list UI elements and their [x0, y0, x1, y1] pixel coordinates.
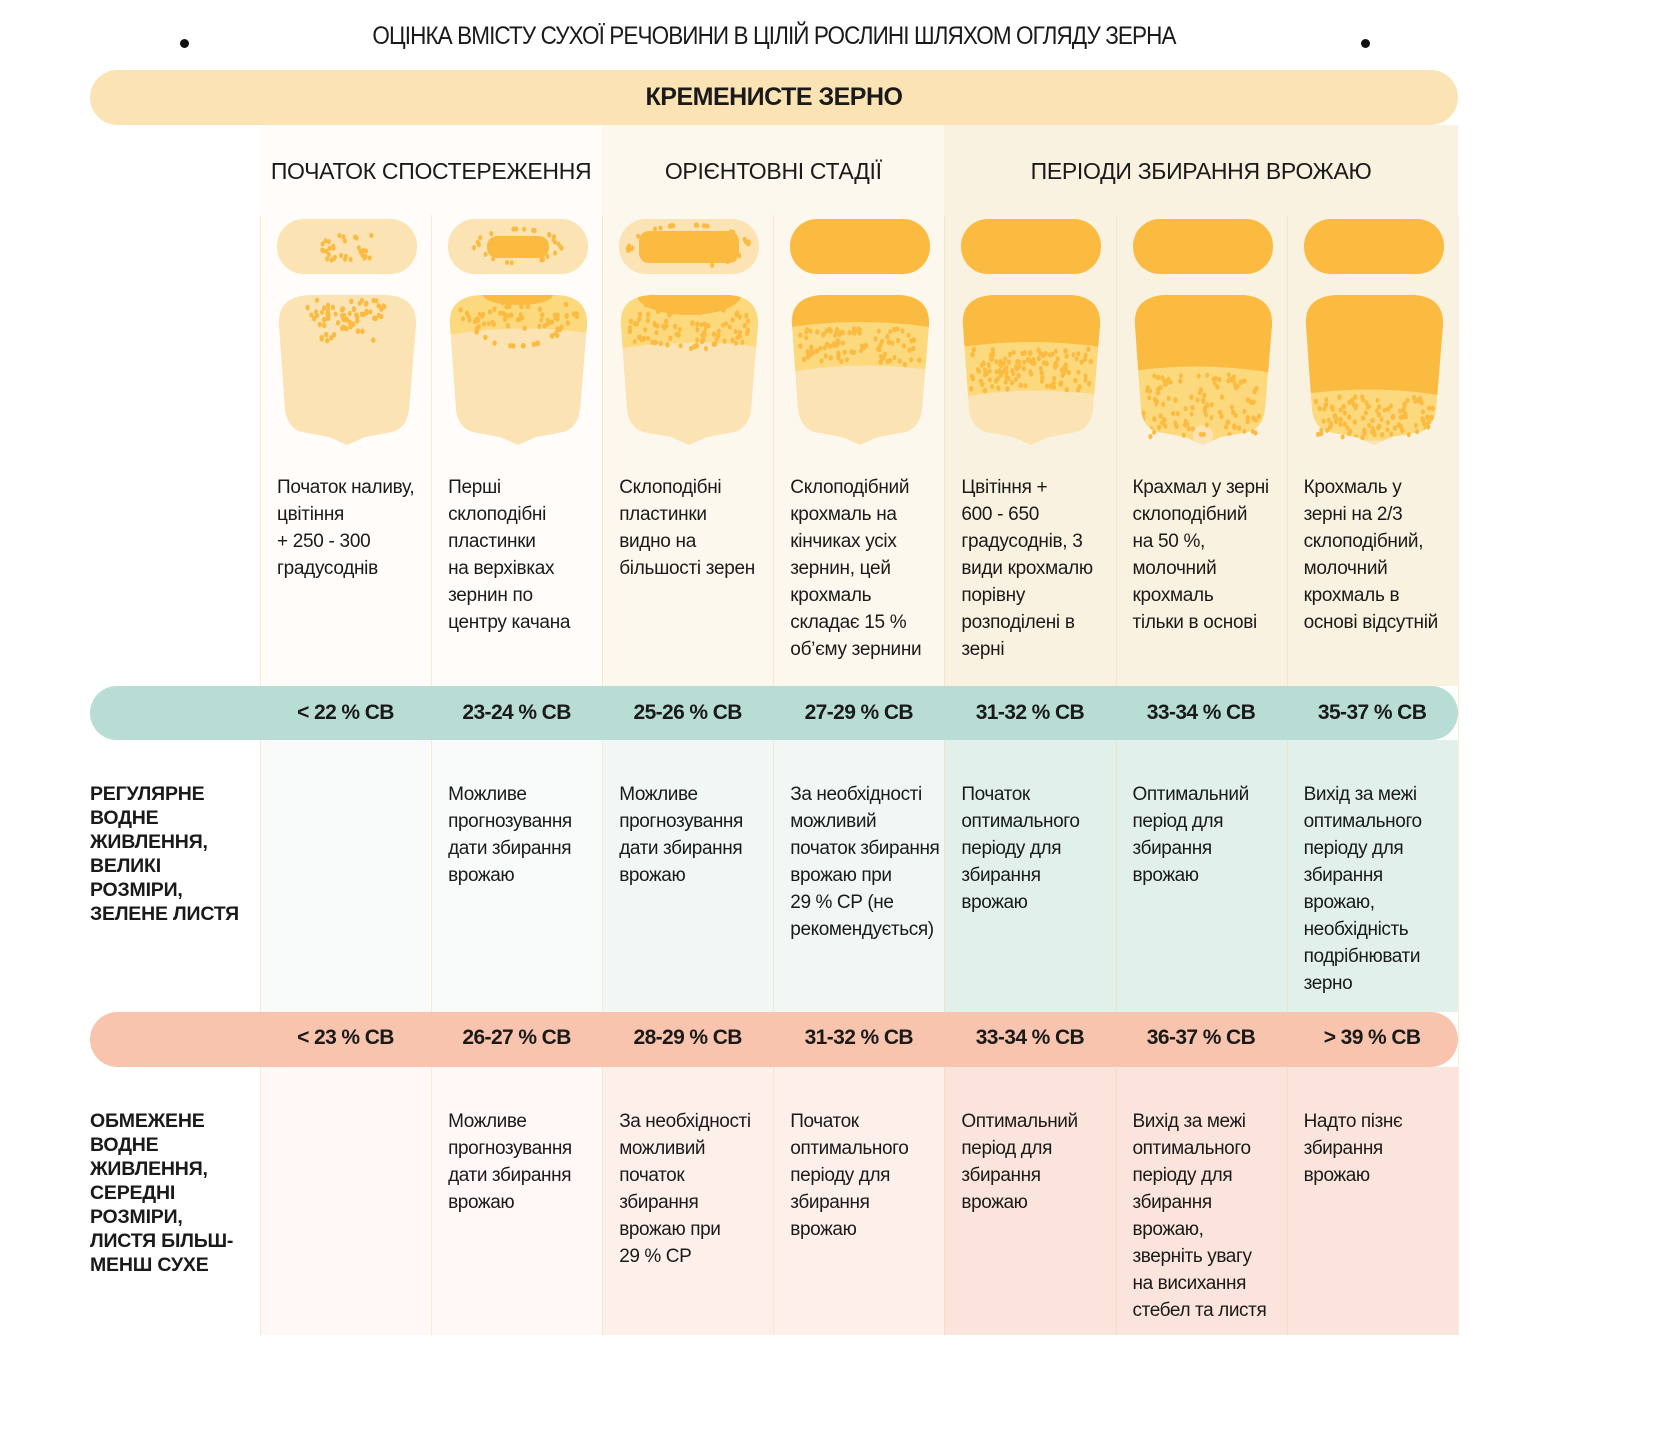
recommendation-cell: Можливе прогнозування дати збирання врож… — [448, 1111, 572, 1213]
dry-matter-value: < 22 % СВ — [297, 701, 394, 724]
recommendation-cell: За необхідності можливий початок збиранн… — [619, 1111, 751, 1267]
stage-description: Склоподібні пластинки видно на більшості… — [619, 477, 755, 579]
column-group-background — [602, 740, 945, 1012]
column-divider — [260, 215, 261, 1335]
column-divider — [773, 215, 775, 1335]
recommendation-cell: Надто пізнє збирання врожаю — [1303, 1111, 1403, 1186]
kernel-stage-illustration — [619, 219, 760, 445]
page-title: ОЦІНКА ВМІСТУ СУХОЇ РЕЧОВИНИ В ЦІЛІЙ РОС… — [372, 22, 1176, 50]
limited-water-dm-bar — [90, 1012, 1458, 1067]
dry-matter-value: > 39 % СВ — [1323, 1026, 1421, 1049]
recommendation-cell: Початок оптимального періоду для збиранн… — [790, 1111, 909, 1240]
column-group-background — [260, 1067, 603, 1335]
dry-matter-value: 28-29 % СВ — [633, 1026, 742, 1049]
dry-matter-value: 33-34 % СВ — [975, 1026, 1085, 1049]
column-group-background — [944, 740, 1458, 1012]
regular-water-dm-bar — [90, 686, 1458, 740]
recommendation-cell: Вихід за межі оптимального періоду для з… — [1303, 784, 1423, 994]
dry-matter-value: 36-37 % СВ — [1146, 1026, 1256, 1049]
kernel-stage-illustration — [448, 219, 589, 445]
recommendation-cell: Вихід за межі оптимального періоду для з… — [1132, 1111, 1267, 1321]
group-header: ПОЧАТОК СПОСТЕРЕЖЕННЯ — [270, 158, 592, 184]
column-divider — [602, 215, 604, 1335]
dry-matter-value: < 23 % СВ — [297, 1026, 394, 1049]
stage-description: Крахмал у зерні склоподібний на 50 %, мо… — [1132, 477, 1270, 633]
column-divider — [1457, 215, 1459, 1335]
recommendation-cell: Оптимальний період для збирання врожаю — [1132, 784, 1250, 886]
dry-matter-value: 31-32 % СВ — [975, 701, 1085, 724]
recommendation-cell: Можливе прогнозування дати збирання врож… — [448, 784, 572, 886]
stage-description: Перші склоподібні пластинки на верхівках… — [448, 477, 571, 633]
recommendation-cell: За необхідності можливий початок збиранн… — [790, 784, 940, 940]
dry-matter-value: 31-32 % СВ — [804, 1026, 914, 1049]
dry-matter-value: 27-29 % СВ — [804, 701, 914, 724]
column-divider — [1115, 215, 1117, 1335]
kernel-stage-illustration — [277, 219, 417, 445]
limited-water-row-label: ОБМЕЖЕНЕ ВОДНЕ ЖИВЛЕННЯ, СЕРЕДНІ РОЗМІРИ… — [90, 1110, 234, 1276]
dry-matter-value: 35-37 % СВ — [1317, 701, 1427, 724]
dry-matter-value: 25-26 % СВ — [633, 701, 742, 724]
stage-description: Крохмаль у зерні на 2/3 склоподібний, мо… — [1303, 477, 1439, 633]
recommendation-cell: Можливе прогнозування дати збирання врож… — [619, 784, 743, 886]
column-group-background — [944, 1067, 1458, 1335]
dry-matter-value: 33-34 % СВ — [1146, 701, 1256, 724]
kernel-stage-illustration — [1303, 219, 1444, 445]
stage-description: Склоподібний крохмаль на кінчиках усіх з… — [790, 477, 922, 660]
kernel-stage-illustration — [1132, 219, 1273, 445]
group-header: ОРІЄНТОВНІ СТАДІЇ — [664, 158, 882, 184]
regular-water-row-label: РЕГУЛЯРНЕ ВОДНЕ ЖИВЛЕННЯ, ВЕЛИКІ РОЗМІРИ… — [90, 783, 239, 925]
column-divider — [431, 215, 433, 1335]
group-header: ПЕРІОДИ ЗБИРАННЯ ВРОЖАЮ — [1030, 158, 1372, 184]
recommendation-cell: Оптимальний період для збирання врожаю — [961, 1111, 1078, 1213]
kernel-stage-illustration — [961, 219, 1102, 445]
kernel-stage-illustration — [790, 219, 931, 445]
column-group-background — [602, 1067, 945, 1335]
dry-matter-value: 23-24 % СВ — [462, 701, 571, 724]
recommendation-cell: Початок оптимального періоду для збиранн… — [961, 784, 1080, 913]
bullet-dot-right — [1361, 39, 1370, 48]
grain-type-band: КРЕМЕНИСТЕ ЗЕРНО — [90, 70, 1458, 125]
column-divider — [1286, 215, 1288, 1335]
stage-description: Цвітіння + 600 - 650 градусоднів, 3 види… — [961, 477, 1093, 660]
column-group-background — [260, 740, 603, 1012]
bullet-dot-left — [180, 39, 189, 48]
stage-description: Початок наливу, цвітіння + 250 - 300 гра… — [277, 477, 415, 579]
dry-matter-value: 26-27 % СВ — [462, 1026, 571, 1049]
column-divider — [944, 215, 946, 1335]
